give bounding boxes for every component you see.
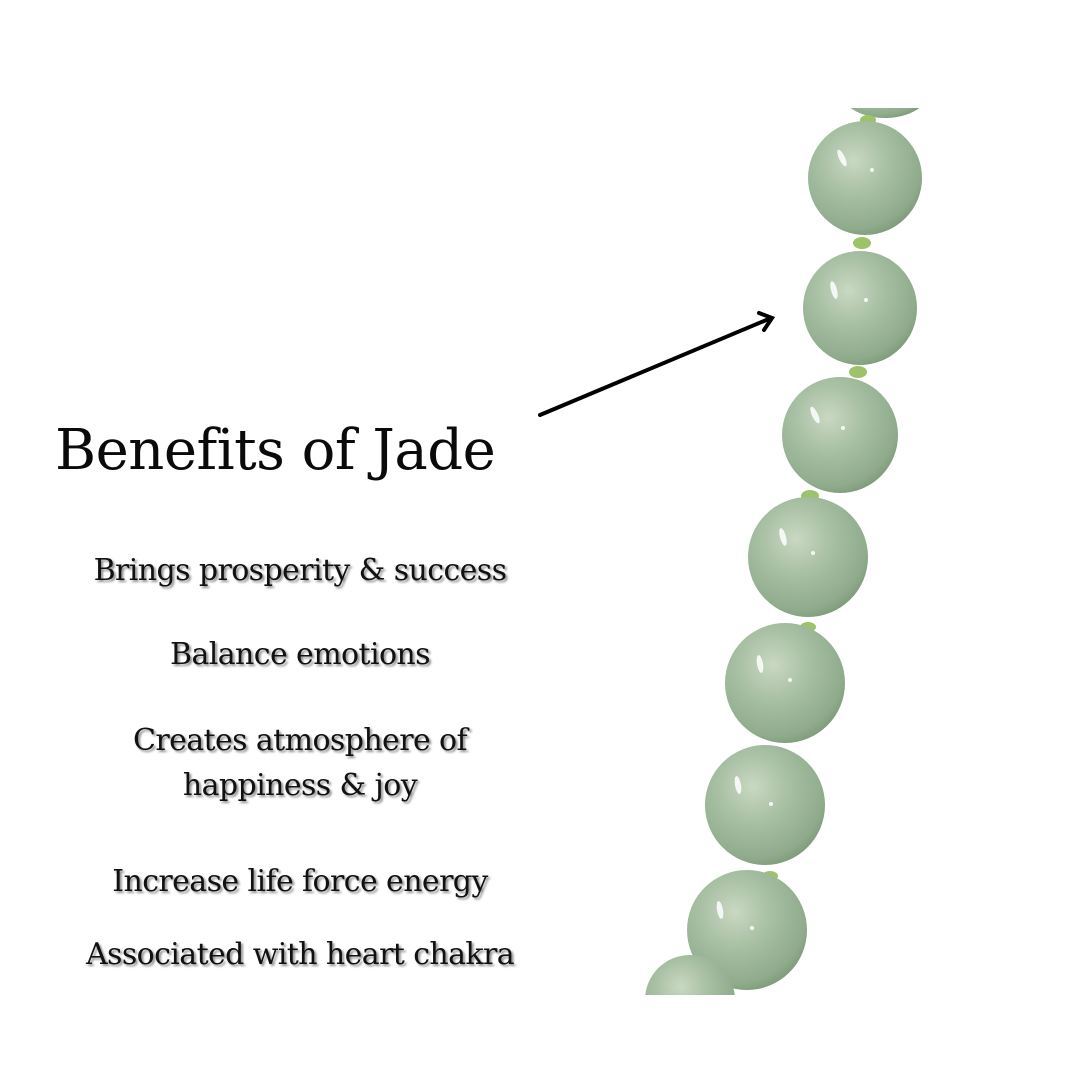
benefit-happiness: Creates atmosphere of happiness & joy xyxy=(30,718,570,808)
benefit-heart-chakra: Associated with heart chakra xyxy=(85,937,515,972)
page-title: Benefits of Jade xyxy=(55,418,496,483)
benefit-life-force: Increase life force energy xyxy=(112,864,488,899)
benefit-happiness-line-2: happiness & joy xyxy=(182,768,418,803)
benefit-prosperity: Brings prosperity & success xyxy=(93,553,507,588)
benefit-balance-emotions: Balance emotions xyxy=(170,637,431,672)
benefit-happiness-line-1: Creates atmosphere of xyxy=(133,723,468,758)
arrow-icon xyxy=(538,311,776,417)
